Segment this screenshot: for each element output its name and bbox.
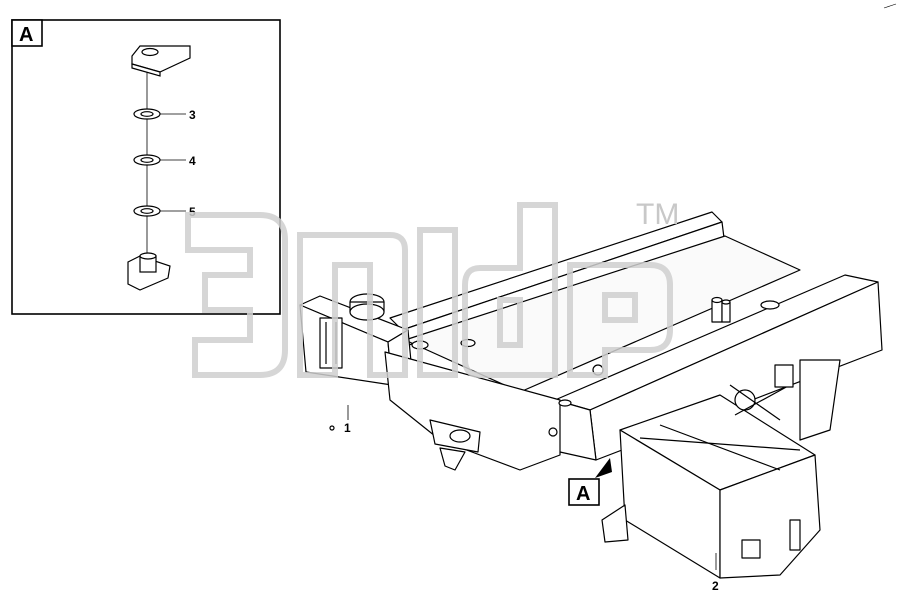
- callout-4: 4: [189, 154, 196, 168]
- watermark-logo: [185, 202, 673, 378]
- stud-mount: [127, 252, 171, 291]
- view-marker-label: A: [576, 483, 590, 505]
- watermark-tm: TM: [636, 198, 679, 231]
- detail-callout-leaders: [160, 113, 186, 212]
- callout-1: 1: [344, 421, 351, 435]
- callout-2: 2: [712, 579, 719, 593]
- main-callout-leaders: [347, 405, 717, 570]
- view-arrow-icon: [595, 458, 612, 478]
- callout-3: 3: [189, 108, 196, 122]
- corner-mark: [883, 3, 897, 9]
- detail-view-box: [11, 19, 281, 315]
- view-marker-a: [568, 458, 612, 506]
- detail-exploded-parts: [127, 45, 191, 291]
- detail-view-label: A: [19, 24, 33, 46]
